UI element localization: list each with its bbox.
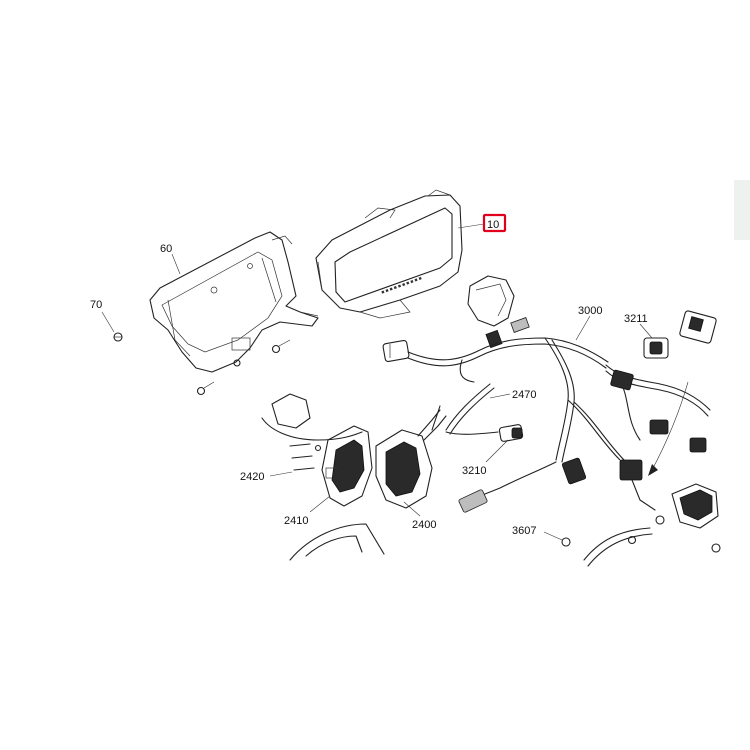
callout-3211[interactable]: 3211	[624, 313, 648, 325]
connector-switch-left[interactable]	[261, 393, 363, 441]
switch-2410[interactable]	[321, 425, 373, 507]
callout-2470[interactable]: 2470	[512, 389, 536, 401]
connector-cluster[interactable]	[467, 275, 530, 349]
switch-2400[interactable]	[375, 409, 447, 509]
callout-3000[interactable]: 3000	[578, 305, 602, 317]
connector-3211[interactable]	[643, 337, 669, 359]
pins-2420[interactable]	[289, 443, 322, 471]
wire-3607[interactable]	[561, 527, 653, 567]
wire-2470[interactable]	[431, 383, 499, 435]
callout-3210[interactable]: 3210	[462, 465, 486, 477]
connector-3210[interactable]	[498, 424, 524, 442]
screw-70[interactable]	[113, 332, 123, 342]
callout-3607[interactable]: 3607	[512, 525, 536, 537]
callout-10[interactable]: 10	[487, 219, 499, 231]
edge-strip	[734, 180, 750, 240]
relay-block[interactable]	[655, 483, 721, 553]
callout-2420[interactable]: 2420	[240, 471, 264, 483]
direction-arrow	[648, 381, 689, 476]
callout-10-highlight	[482, 213, 507, 233]
callout-2400[interactable]: 2400	[412, 519, 436, 531]
panel-fragment	[289, 523, 385, 561]
wire-harness-3000[interactable]	[407, 337, 711, 513]
module-top-right[interactable]	[679, 310, 717, 344]
svg-text:■ ■ ■ ■ ■ ■ ■ ■ ■ ■: ■ ■ ■ ■ ■ ■ ■ ■ ■ ■	[381, 276, 423, 296]
callout-2410[interactable]: 2410	[284, 515, 308, 527]
leader-lines	[101, 223, 653, 541]
callout-60[interactable]: 60	[160, 243, 172, 255]
screw	[196, 339, 291, 396]
callout-70[interactable]: 70	[90, 299, 102, 311]
part-10-cluster[interactable]: ■ ■ ■ ■ ■ ■ ■ ■ ■ ■	[315, 189, 463, 319]
connector-left[interactable]	[382, 339, 410, 363]
part-60-bracket[interactable]	[149, 231, 319, 373]
